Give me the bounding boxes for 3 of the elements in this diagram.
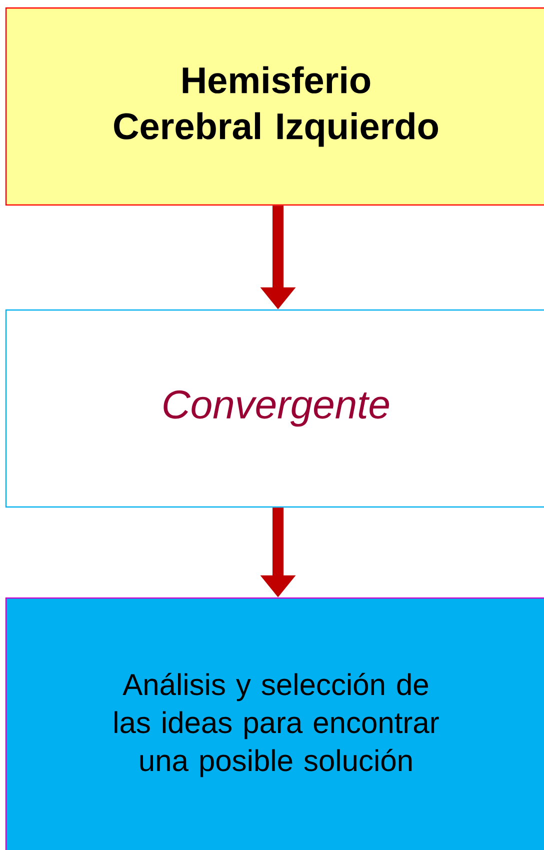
title-box: Hemisferio Cerebral Izquierdo — [5, 7, 544, 206]
result-box: Análisis y selección de las ideas para encontrar una posible solución — [5, 597, 544, 850]
process-box: Convergente — [5, 309, 544, 508]
